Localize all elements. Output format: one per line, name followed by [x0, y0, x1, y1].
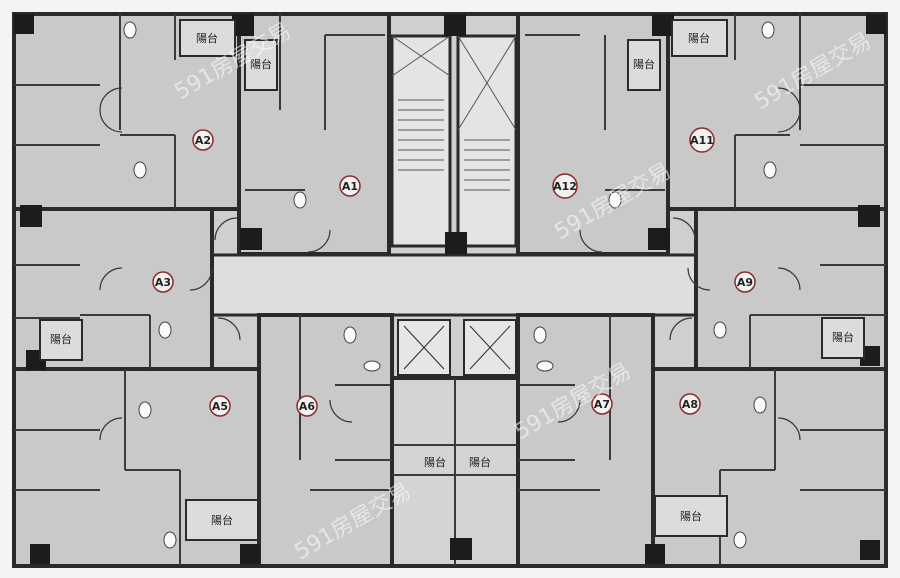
unit-walls: [12, 12, 888, 568]
unit-label: A8: [682, 398, 698, 411]
unit-marker-a9[interactable]: A9: [734, 271, 756, 293]
unit-label: A7: [594, 398, 610, 411]
central-corridor: [210, 253, 698, 317]
balcony-label: 陽台: [196, 31, 218, 45]
structural-columns: [14, 14, 886, 564]
balcony-label: 陽台: [680, 509, 702, 523]
unit-marker-a8[interactable]: A8: [679, 393, 701, 415]
unit-label: A12: [553, 180, 577, 193]
balcony-label: 陽台: [688, 31, 710, 45]
unit-marker-a11[interactable]: A11: [689, 127, 715, 153]
unit-marker-a5[interactable]: A5: [209, 395, 231, 417]
unit-marker-a6[interactable]: A6: [296, 395, 318, 417]
balcony-label: 陽台: [832, 330, 854, 344]
balcony-label: 陽台: [50, 332, 72, 346]
unit-label: A2: [195, 134, 211, 147]
balcony-label: 陽台: [469, 455, 491, 469]
unit-label: A5: [212, 400, 228, 413]
unit-marker-a12[interactable]: A12: [552, 173, 578, 199]
unit-label: A9: [737, 276, 753, 289]
core-left: [390, 34, 452, 248]
unit-label: A6: [299, 400, 316, 413]
unit-marker-a3[interactable]: A3: [152, 271, 174, 293]
unit-marker-a2[interactable]: A2: [192, 129, 214, 151]
unit-label: A1: [342, 180, 358, 193]
balcony-labels: 陽台 陽台 陽台 陽台 陽台 陽台 陽台 陽台 陽台 陽台: [39, 19, 865, 541]
elevator-shafts: [397, 319, 517, 376]
balcony-label: 陽台: [211, 513, 233, 527]
bathroom-fixtures: [123, 21, 777, 549]
core-right: [456, 34, 518, 248]
balcony-label: 陽台: [633, 57, 655, 71]
balcony-label: 陽台: [250, 57, 272, 71]
unit-label: A11: [690, 134, 714, 147]
balcony-label: 陽台: [424, 455, 446, 469]
unit-marker-a1[interactable]: A1: [339, 175, 361, 197]
door-swings: [99, 87, 801, 441]
unit-label: A3: [155, 276, 171, 289]
unit-markers: A2 A1 A12 A11 A3 A9 A5 A6: [152, 127, 756, 417]
unit-marker-a7[interactable]: A7: [591, 393, 613, 415]
